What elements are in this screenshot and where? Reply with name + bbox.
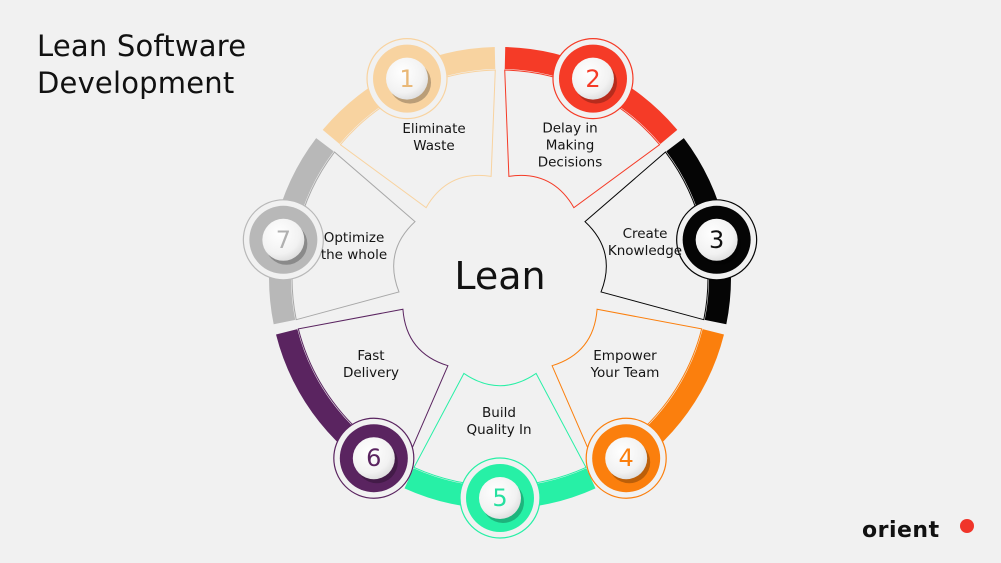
page-title: Lean Software Development	[37, 28, 246, 102]
ring-arc-1	[322, 47, 496, 145]
number-badges	[242, 38, 758, 539]
badge-number-7: 7	[275, 225, 291, 254]
badge-7	[242, 199, 324, 281]
badge-3	[676, 199, 758, 281]
badge-number-2: 2	[585, 64, 601, 93]
title-line-2: Development	[37, 66, 235, 100]
segment-panel-1	[339, 69, 496, 209]
badge-number-4: 4	[618, 444, 634, 473]
title-line-1: Lean Software	[37, 29, 247, 63]
badge-5	[459, 457, 541, 539]
orient-logo: orient	[862, 518, 940, 543]
badge-number-6: 6	[366, 444, 382, 473]
center-label: Lean	[454, 254, 546, 298]
segment-panel-5	[413, 372, 587, 487]
ring-arc-2	[504, 47, 678, 145]
badge-4	[585, 417, 667, 499]
badge-number-3: 3	[709, 225, 725, 254]
logo-dot	[960, 519, 974, 533]
badge-number-5: 5	[492, 484, 508, 512]
badge-6	[333, 417, 415, 499]
badge-2	[552, 38, 634, 120]
badge-1	[366, 38, 448, 120]
segment-panel-3	[584, 151, 709, 321]
badge-number-1: 1	[399, 64, 415, 93]
